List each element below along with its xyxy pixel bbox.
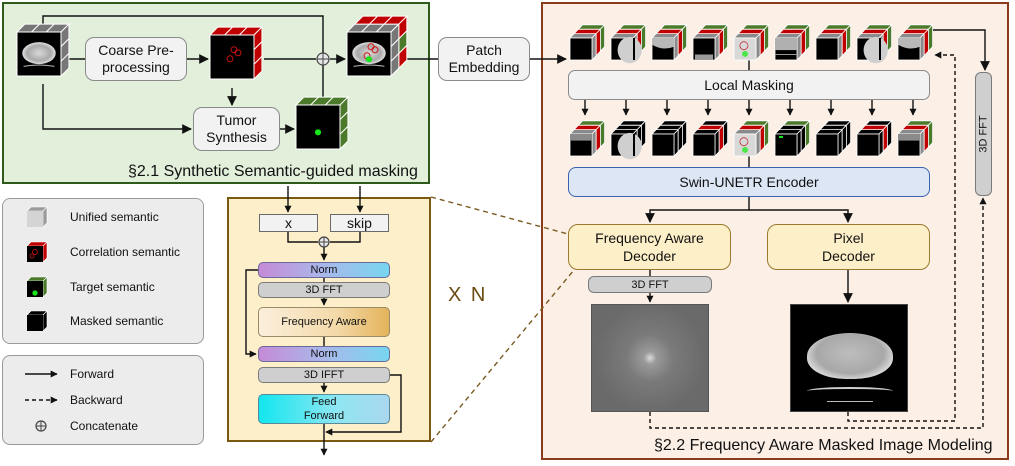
semantic-combined-cube	[345, 14, 409, 78]
ct-reconstruction-image	[790, 304, 908, 412]
pixel-backward-line	[847, 51, 956, 422]
patch-cube-top	[733, 23, 770, 61]
tumor-synthesis-box: Tumor Synthesis	[193, 107, 280, 151]
skip-to-concat-line	[330, 232, 361, 243]
encoder-to-pixel-decoder-arrow	[749, 209, 853, 223]
norm-residual-arrow	[245, 269, 258, 358]
patch-front-face	[651, 133, 675, 157]
patch-front-face	[856, 133, 880, 157]
concatenate-icon-block	[318, 236, 330, 248]
ct-label-line	[827, 401, 873, 402]
fft-vertical-box: 3D FFT	[975, 72, 992, 196]
tumor-ring	[226, 55, 234, 63]
patch-cube-masked	[610, 119, 647, 160]
tumor-ring	[371, 46, 379, 54]
tumor-dot	[314, 129, 322, 136]
patch-front-face	[733, 37, 757, 61]
patch-cube-masked	[569, 119, 606, 157]
feed-forward-layer: Feed Forward	[258, 394, 390, 424]
patch-front-face	[569, 37, 593, 61]
correlation-cube	[208, 25, 264, 81]
x-input-box: x	[259, 214, 318, 232]
spectrum-backward-line	[649, 197, 987, 429]
coarse-preprocessing-box: Coarse Pre- processing	[85, 37, 187, 81]
patch-cube-masked	[774, 119, 811, 157]
fft-layer: 3D FFT	[258, 282, 390, 298]
patch-embedding-box: Patch Embedding	[438, 37, 530, 81]
patch-front-face	[815, 37, 839, 61]
patch-cube-top	[815, 23, 852, 61]
ct-table-line	[807, 387, 893, 395]
frequency-aware-layer: Frequency Aware	[258, 307, 390, 337]
patch-cube-top	[692, 23, 729, 61]
tokens-to-fft-arrow	[933, 29, 990, 71]
section-21-caption: §2.1 Synthetic Semantic-guided masking	[128, 163, 418, 180]
pixel-decoder-box: Pixel Decoder	[767, 224, 930, 270]
patch-cube-top	[774, 23, 811, 61]
frequency-aware-decoder-box: Frequency Aware Decoder	[568, 224, 731, 270]
fft-box: 3D FFT	[588, 276, 712, 293]
patch-cube-masked	[856, 119, 893, 157]
legend-label-masked: Masked semantic	[70, 314, 164, 328]
legend-label-concatenate: Concatenate	[70, 419, 139, 433]
patch-front-face	[692, 133, 716, 157]
target-cube-icon	[26, 276, 48, 298]
swin-unetr-encoder-box: Swin-UNETR Encoder	[568, 167, 930, 197]
skip-connection-line	[42, 15, 324, 55]
patch-cube-top	[610, 23, 647, 64]
patch-cube-top	[651, 23, 688, 61]
patch-cube-masked	[733, 119, 770, 157]
zoom-line-top	[430, 196, 569, 235]
masked-cube-icon	[26, 310, 48, 332]
cube-front-face	[295, 104, 341, 150]
norm-layer-1: Norm	[258, 262, 390, 278]
tumor-ring	[234, 49, 242, 57]
concatenate-icon-21	[316, 52, 330, 66]
input-to-tumor-arrow	[42, 84, 192, 134]
zoom-line-bottom	[430, 269, 575, 443]
unified-input-cube	[15, 22, 71, 78]
legend-label-correlation: Correlation semantic	[70, 245, 181, 259]
section-22-caption: §2.2 Frequency Aware Masked Image Modeli…	[654, 437, 993, 454]
legend-label-backward: Backward	[70, 393, 123, 407]
legend-label-unified: Unified semantic	[70, 210, 159, 224]
ifft-layer: 3D IFFT	[258, 367, 390, 383]
patch-cube-top	[856, 23, 893, 64]
patch-cube-masked	[651, 119, 688, 157]
encoder-to-freq-decoder-arrow	[645, 197, 750, 223]
patch-cube-top	[897, 23, 934, 61]
tumor-dot	[365, 56, 373, 63]
patch-cube-masked	[897, 119, 934, 157]
ct-slice-shape	[22, 42, 56, 65]
fft-spectrum-image	[591, 304, 709, 412]
patch-cube-masked	[815, 119, 852, 157]
patch-front-face	[774, 133, 798, 157]
correlation-cube-icon	[26, 241, 48, 263]
local-masking-box: Local Masking	[568, 70, 930, 100]
patch-cube-top	[569, 23, 606, 61]
target-cube	[294, 95, 350, 151]
x-to-concat-line	[287, 232, 318, 243]
ifft-residual-arrow	[325, 374, 402, 436]
repeat-n-label: X N	[448, 284, 488, 306]
norm-layer-2: Norm	[258, 346, 390, 362]
patch-front-face	[733, 133, 757, 157]
skip-input-box: skip	[330, 214, 389, 232]
ct-body-shape	[807, 333, 893, 379]
unified-cube-icon	[26, 206, 48, 228]
legend-label-target: Target semantic	[70, 280, 155, 294]
legend-label-forward: Forward	[70, 367, 115, 381]
concatenate-legend-icon	[35, 420, 47, 432]
patch-front-face	[815, 133, 839, 157]
patch-cube-masked	[692, 119, 729, 157]
